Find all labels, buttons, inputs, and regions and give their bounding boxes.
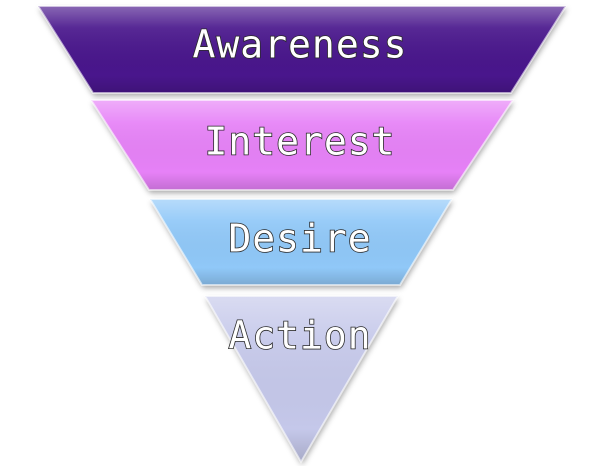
funnel-label-action: Action	[228, 314, 371, 358]
funnel-segment-awareness-shine	[36, 5, 568, 94]
funnel-segment-action-shine	[203, 295, 400, 464]
funnel-segment-interest-shine	[89, 99, 515, 191]
funnel-stage-desire: Desire	[148, 198, 454, 286]
funnel-label-awareness: Awareness	[193, 23, 408, 67]
funnel-stage-action: Action	[203, 295, 400, 464]
funnel-segment-desire-shine	[148, 198, 454, 286]
funnel-stage-awareness: Awareness	[36, 5, 568, 94]
funnel-label-desire: Desire	[228, 217, 371, 261]
funnel-label-interest: Interest	[204, 120, 395, 164]
funnel-stage-interest: Interest	[89, 99, 515, 191]
